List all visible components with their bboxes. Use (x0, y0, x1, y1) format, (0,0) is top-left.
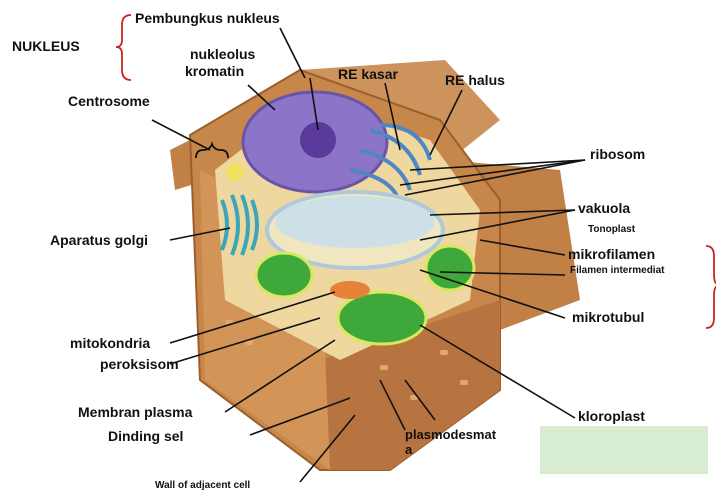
chloroplast-shape-3 (426, 246, 474, 290)
label-kromatin: kromatin (185, 63, 244, 79)
label-pembungkus-nukleus: Pembungkus nukleus (135, 10, 280, 26)
label-ribosom: ribosom (590, 146, 645, 162)
label-peroksisom: peroksisom (100, 356, 179, 372)
label-vakuola: vakuola (578, 200, 630, 216)
mitochondria-shape (330, 281, 370, 299)
label-membran-plasma: Membran plasma (78, 404, 192, 420)
label-re-kasar: RE kasar (338, 66, 398, 82)
label-mitokondria: mitokondria (70, 335, 150, 351)
blank-label-box (540, 426, 708, 474)
cytoskeleton-bracket (706, 246, 716, 328)
label-mikrotubul: mikrotubul (572, 309, 644, 325)
chloroplast-shape-1 (256, 253, 312, 297)
label-wall-adjacent-cell: Wall of adjacent cell (155, 480, 250, 492)
chloroplast-shape-2 (338, 292, 426, 344)
label-nukleolus: nukleolus (190, 46, 255, 62)
label-nukleus: NUKLEUS (12, 38, 80, 54)
vacuole-inner (275, 196, 435, 248)
label-centrosome: Centrosome (68, 93, 150, 109)
label-aparatus-golgi: Aparatus golgi (50, 232, 148, 248)
label-kloroplast: kloroplast (578, 408, 645, 424)
label-filamen-intermediat: Filamen intermediat (570, 265, 664, 277)
centrosome-shape (226, 163, 244, 181)
label-dinding-sel: Dinding sel (108, 428, 183, 444)
label-mikrofilamen: mikrofilamen (568, 246, 655, 262)
label-tonoplast: Tonoplast (588, 224, 635, 236)
label-re-halus: RE halus (445, 72, 505, 88)
nukleus-bracket (116, 15, 131, 80)
label-plasmodesmata: plasmodesmat a (405, 428, 505, 458)
